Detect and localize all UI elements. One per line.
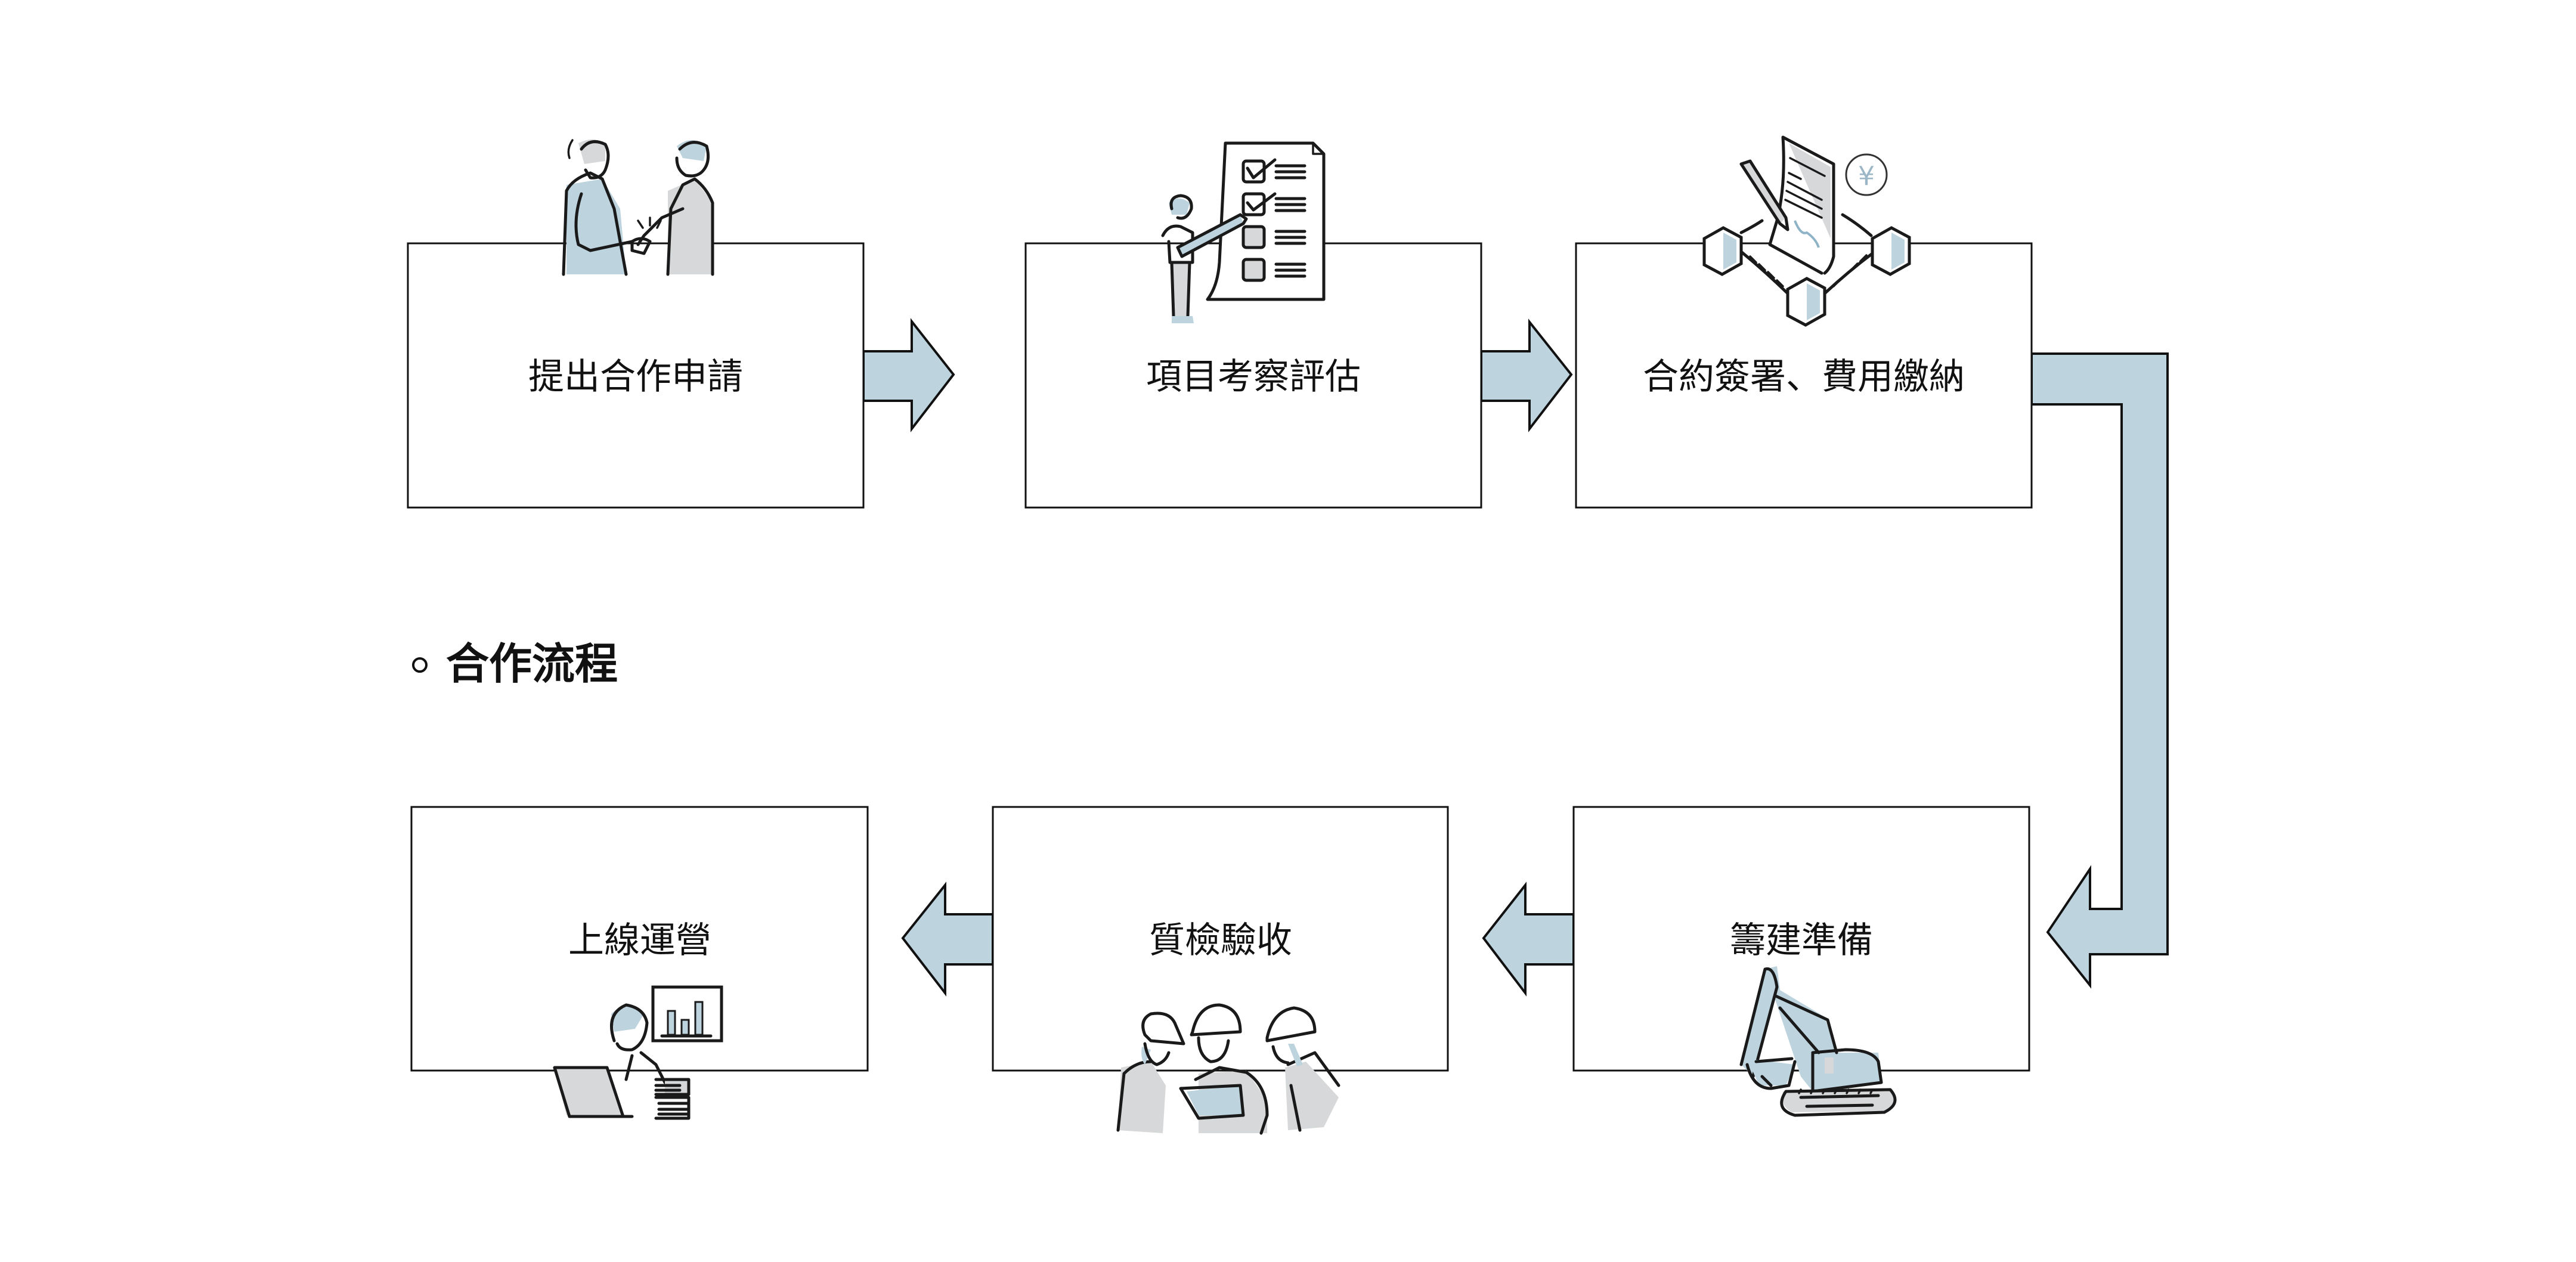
checklist-icon bbox=[1161, 141, 1326, 323]
construction-workers-icon bbox=[1116, 1003, 1340, 1135]
yen-symbol: ¥ bbox=[1858, 161, 1875, 191]
laptop-analytics-icon bbox=[553, 985, 723, 1120]
heading-title: 合作流程 bbox=[446, 638, 618, 689]
step-label-1: 提出合作申請 bbox=[528, 356, 743, 398]
block-cube-left bbox=[1702, 226, 1743, 276]
handshake-icon bbox=[562, 139, 714, 276]
arrow-step4-to-step5 bbox=[1482, 881, 1575, 997]
step-label-3: 合約簽署、費用繳納 bbox=[1643, 356, 1965, 398]
step-label-4: 籌建準備 bbox=[1730, 920, 1873, 961]
arrow-step2-to-step3 bbox=[1480, 318, 1573, 432]
contract-blockchain-icon: ¥ bbox=[1702, 135, 1911, 327]
arrow-step3-to-step4 bbox=[2030, 352, 2169, 989]
section-heading: 合作流程 bbox=[412, 638, 618, 689]
step-label-6: 上線運營 bbox=[568, 920, 711, 961]
step-box-5: 質檢驗收 bbox=[992, 806, 1449, 1072]
block-cube-right bbox=[1871, 226, 1911, 276]
step-box-6: 上線運營 bbox=[410, 806, 869, 1072]
arrow-step1-to-step2 bbox=[862, 318, 955, 432]
bullet-circle-icon bbox=[412, 657, 428, 673]
step-box-1: 提出合作申請 bbox=[407, 242, 865, 509]
excavator-icon bbox=[1739, 966, 1897, 1117]
block-cube-bottom bbox=[1786, 277, 1826, 327]
step-label-5: 質檢驗收 bbox=[1149, 920, 1292, 961]
step-label-2: 項目考察評估 bbox=[1146, 356, 1361, 398]
arrow-step5-to-step6 bbox=[901, 881, 994, 997]
